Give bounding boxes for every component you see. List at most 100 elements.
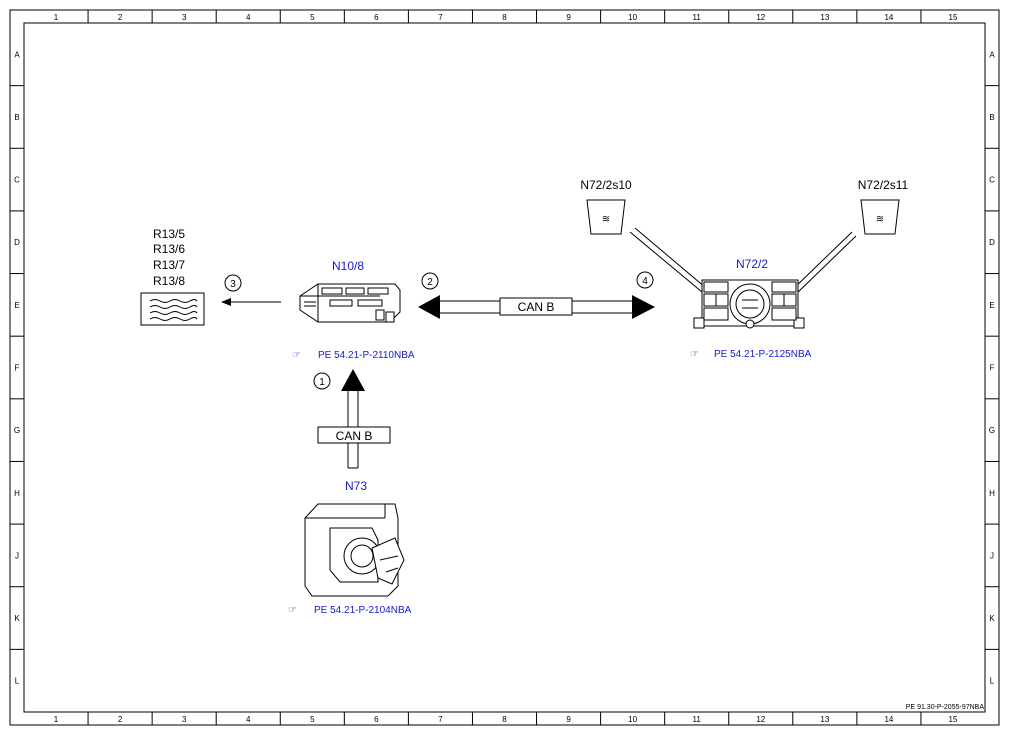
grid-row-label-right: H: [989, 489, 995, 498]
grid-column-label-top: 15: [949, 13, 958, 22]
outer-frame: [9, 9, 1000, 726]
grid-column-label-bottom: 15: [949, 715, 958, 724]
svg-text:1: 1: [319, 377, 325, 388]
r13-heater-labels: R13/5 R13/6 R13/7 R13/8: [153, 227, 185, 288]
r13-label-1: R13/5: [153, 227, 185, 241]
grid-column-label-top: 11: [693, 13, 702, 22]
grid-column-label-bottom: 8: [502, 715, 507, 724]
grid-rows-right: A B C D E F G H J K L: [985, 50, 999, 686]
grid-column-label-bottom: 7: [438, 715, 443, 724]
grid-row-label-left: D: [14, 238, 20, 247]
grid-column-label-bottom: 13: [820, 715, 829, 724]
grid-row-label-left: L: [15, 677, 20, 686]
hand-pointer-icon: ☞: [292, 350, 301, 361]
n73-reference: ☞ PE 54.21-P-2104NBA: [288, 605, 412, 616]
hand-pointer-icon: ☞: [288, 605, 297, 616]
can-b-bus-vertical: CAN B: [317, 369, 391, 469]
grid-row-label-right: G: [989, 426, 995, 435]
svg-text:PE 54.21-P-2110NBA: PE 54.21-P-2110NBA: [318, 350, 415, 361]
grid-row-label-right: E: [989, 301, 994, 310]
grid-column-label-top: 14: [884, 13, 893, 22]
grid-column-label-top: 9: [566, 13, 571, 22]
svg-text:PE 54.21-P-2125NBA: PE 54.21-P-2125NBA: [714, 349, 812, 360]
grid-column-label-bottom: 3: [182, 715, 187, 724]
grid-row-label-right: L: [990, 677, 995, 686]
seat-heating-switch-right-icon: ≋: [860, 199, 900, 235]
grid-column-label-bottom: 11: [693, 715, 702, 724]
grid-row-label-left: E: [14, 301, 19, 310]
grid-row-label-left: H: [14, 489, 20, 498]
ignition-switch-n73-icon: [304, 503, 405, 597]
svg-text:2: 2: [427, 277, 433, 288]
inner-frame: [23, 22, 986, 713]
can-b-label-horizontal: CAN B: [518, 300, 555, 314]
grid-row-label-right: B: [989, 113, 994, 122]
grid-column-label-bottom: 5: [310, 715, 315, 724]
hand-pointer-icon: ☞: [690, 349, 699, 360]
marker-3: 3: [224, 274, 242, 292]
grid-column-label-bottom: 1: [54, 715, 59, 724]
grid-column-label-top: 7: [438, 13, 443, 22]
can-b-bus-horizontal: CAN B: [418, 295, 655, 319]
upper-control-panel-n72-2-icon: [693, 279, 805, 329]
marker-4: 4: [636, 271, 654, 289]
control-module-n10-8-icon: [299, 283, 401, 323]
n72-2s10-label: N72/2s10: [580, 178, 632, 192]
grid-column-label-bottom: 6: [374, 715, 379, 724]
grid-row-label-left: F: [15, 364, 20, 373]
grid-column-label-bottom: 12: [756, 715, 765, 724]
n10-8-label: N10/8: [332, 259, 364, 273]
r13-label-4: R13/8: [153, 274, 185, 288]
grid-row-label-right: C: [989, 176, 995, 185]
n72-2s11-label: N72/2s11: [858, 178, 909, 192]
grid-row-label-right: J: [990, 551, 994, 560]
grid-row-label-right: D: [989, 238, 995, 247]
grid-column-label-bottom: 14: [884, 715, 893, 724]
grid-row-label-left: J: [15, 551, 19, 560]
svg-text:4: 4: [642, 276, 648, 287]
grid-column-label-bottom: 10: [628, 715, 637, 724]
grid-column-label-top: 5: [310, 13, 315, 22]
grid-column-label-top: 4: [246, 13, 251, 22]
grid-row-label-right: K: [989, 614, 995, 623]
r13-label-3: R13/7: [153, 258, 185, 272]
grid-column-label-top: 10: [628, 13, 637, 22]
grid-rows-left: A B C D E F G H J K L: [10, 50, 24, 686]
grid-column-label-bottom: 2: [118, 715, 123, 724]
grid-row-label-right: F: [990, 364, 995, 373]
grid-column-label-bottom: 4: [246, 715, 251, 724]
r13-label-2: R13/6: [153, 242, 185, 256]
grid-row-label-left: B: [14, 113, 19, 122]
document-id: PE 91.30-P-2055-97NBA: [906, 704, 985, 711]
grid-row-label-left: K: [14, 614, 20, 623]
n73-label: N73: [345, 479, 367, 493]
grid-column-label-top: 8: [502, 13, 507, 22]
grid-column-label-top: 1: [54, 13, 59, 22]
grid-column-label-top: 2: [118, 13, 123, 22]
grid-column-label-bottom: 9: [566, 715, 571, 724]
seat-heating-switch-left-icon: ≋: [586, 199, 626, 235]
grid-row-label-left: C: [14, 176, 20, 185]
svg-text:PE 54.21-P-2104NBA: PE 54.21-P-2104NBA: [314, 605, 412, 616]
seat-heater-element-icon: [140, 292, 205, 326]
grid-row-label-left: A: [14, 50, 20, 59]
grid-row-label-left: G: [14, 426, 20, 435]
n72-2-reference: ☞ PE 54.21-P-2125NBA: [690, 349, 812, 360]
n10-8-reference: ☞ PE 54.21-P-2110NBA: [292, 350, 415, 361]
seat-heat-symbol-icon: ≋: [876, 214, 884, 225]
signal-arrow-3: [221, 298, 281, 306]
grid-row-label-right: A: [989, 50, 995, 59]
grid-column-label-top: 6: [374, 13, 379, 22]
switch-connection-left: [629, 227, 707, 293]
switch-connection-right: [789, 231, 857, 297]
can-b-label-vertical: CAN B: [336, 429, 373, 443]
grid-column-label-top: 13: [820, 13, 829, 22]
marker-1: 1: [313, 372, 331, 390]
marker-2: 2: [421, 272, 439, 290]
grid-column-label-top: 3: [182, 13, 187, 22]
svg-text:3: 3: [230, 279, 236, 290]
n72-2-label: N72/2: [736, 257, 768, 271]
